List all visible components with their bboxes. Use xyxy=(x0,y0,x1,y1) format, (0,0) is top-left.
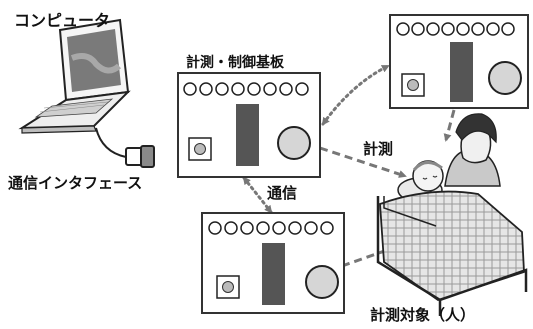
led-row xyxy=(396,22,515,36)
led xyxy=(247,82,261,96)
board-label: 計測・制御基板 xyxy=(186,55,284,71)
board-main xyxy=(177,72,321,178)
bar-meter xyxy=(236,104,259,166)
led xyxy=(199,82,213,96)
led xyxy=(456,22,470,36)
communication-label: 通信 xyxy=(267,184,298,202)
interface-label: 通信インタフェース xyxy=(8,174,143,192)
led xyxy=(279,82,293,96)
led xyxy=(411,22,425,36)
led xyxy=(441,22,455,36)
led xyxy=(471,22,485,36)
subject-label: 計測対象（人） xyxy=(370,306,476,324)
led xyxy=(396,22,410,36)
measure-arrow-top xyxy=(443,109,456,142)
board-bottom xyxy=(201,212,345,314)
measure-arrow-main xyxy=(319,146,407,178)
interface-cable xyxy=(95,127,127,158)
led xyxy=(501,22,515,36)
led xyxy=(486,22,500,36)
led xyxy=(320,221,334,235)
led xyxy=(272,221,286,235)
measure-label: 計測 xyxy=(363,140,394,158)
led xyxy=(304,221,318,235)
led xyxy=(263,82,277,96)
led xyxy=(231,82,245,96)
led xyxy=(183,82,197,96)
led xyxy=(295,82,309,96)
led xyxy=(215,82,229,96)
knob xyxy=(277,126,311,160)
knob xyxy=(488,61,522,95)
bar-meter xyxy=(450,42,473,102)
patient-in-bed-with-caregiver-icon xyxy=(376,113,528,316)
led xyxy=(240,221,254,235)
led xyxy=(256,221,270,235)
led xyxy=(224,221,238,235)
bar-meter xyxy=(262,243,285,305)
comm-arrow-top xyxy=(321,64,390,126)
led-row xyxy=(208,221,334,235)
led-row xyxy=(183,82,309,96)
led xyxy=(426,22,440,36)
comm-arrow-bottom xyxy=(242,176,273,214)
computer-label: コンピュータ xyxy=(14,11,111,30)
laptop-icon xyxy=(18,18,131,134)
board-top-right xyxy=(389,14,529,109)
led xyxy=(208,221,222,235)
usb-adapter-icon xyxy=(125,145,155,168)
led xyxy=(288,221,302,235)
knob xyxy=(305,265,339,299)
